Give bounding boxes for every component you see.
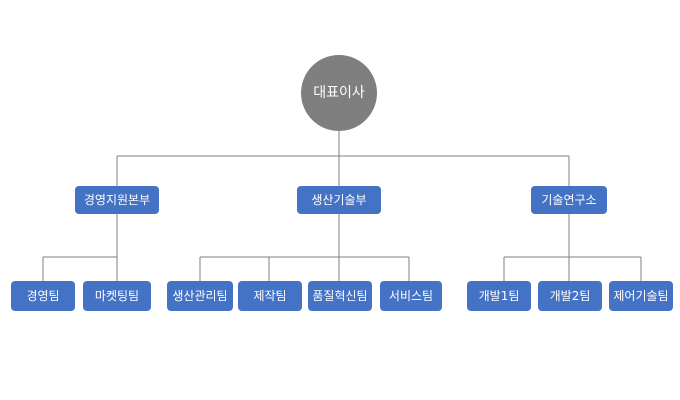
- team-node[interactable]: 제어기술팀: [609, 281, 673, 311]
- team-node[interactable]: 마켓팅팀: [83, 281, 151, 311]
- division-node-shape: [297, 186, 381, 214]
- team-node-label: 서비스팀: [389, 289, 433, 303]
- team-node-shape: [467, 281, 531, 311]
- team-node-shape: [238, 281, 302, 311]
- root-node-shape: [301, 55, 377, 131]
- team-node-shape: [167, 281, 233, 311]
- team-node[interactable]: 품질혁신팀: [308, 281, 372, 311]
- team-node-label: 마켓팅팀: [95, 289, 139, 303]
- team-node-label: 경영팀: [26, 289, 59, 303]
- team-node-label: 개발1팀: [479, 289, 520, 303]
- team-node-label: 개발2팀: [550, 289, 591, 303]
- division-node[interactable]: 생산기술부: [297, 186, 381, 214]
- team-node[interactable]: 생산관리팀: [167, 281, 233, 311]
- division-node[interactable]: 경영지원본부: [75, 186, 159, 214]
- team-node-label: 생산관리팀: [172, 289, 227, 303]
- team-node-label: 제작팀: [253, 289, 286, 303]
- team-node-shape: [609, 281, 673, 311]
- team-node-shape: [11, 281, 75, 311]
- root-node-label: 대표이사: [313, 85, 365, 101]
- team-node-label: 제어기술팀: [613, 289, 668, 303]
- root-node[interactable]: 대표이사: [301, 55, 377, 131]
- team-node-shape: [538, 281, 602, 311]
- division-node-label: 기술연구소: [541, 193, 596, 207]
- division-node-shape: [75, 186, 159, 214]
- team-node-shape: [308, 281, 372, 311]
- team-node[interactable]: 제작팀: [238, 281, 302, 311]
- team-node[interactable]: 개발2팀: [538, 281, 602, 311]
- division-node-label: 경영지원본부: [84, 193, 150, 207]
- division-node[interactable]: 기술연구소: [531, 186, 607, 214]
- team-node-label: 품질혁신팀: [312, 289, 367, 303]
- team-node[interactable]: 서비스팀: [380, 281, 442, 311]
- division-node-shape: [531, 186, 607, 214]
- team-node-shape: [380, 281, 442, 311]
- connector-lines: [42, 130, 642, 281]
- division-node-label: 생산기술부: [311, 193, 366, 207]
- team-node[interactable]: 개발1팀: [467, 281, 531, 311]
- team-node-shape: [83, 281, 151, 311]
- team-node[interactable]: 경영팀: [11, 281, 75, 311]
